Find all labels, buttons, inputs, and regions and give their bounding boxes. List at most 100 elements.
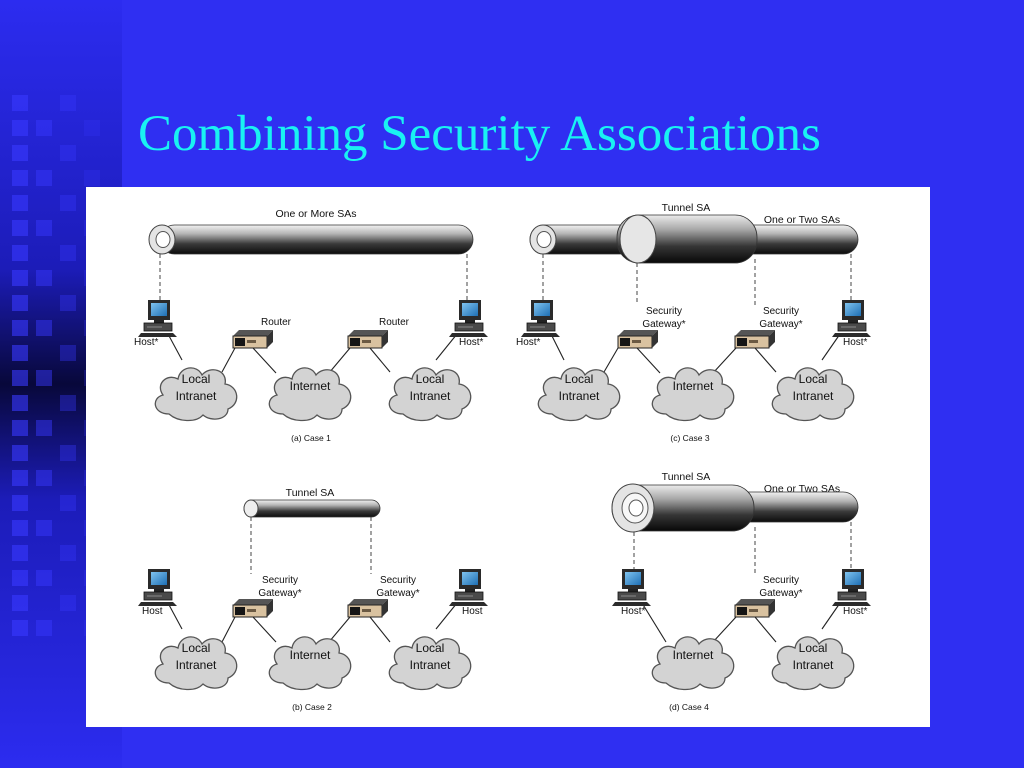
diagram-panel: One or More SAs Host* Host* Router Route…: [86, 187, 930, 727]
case2-tunnel-tube: [243, 499, 381, 518]
case3-caption: (c) Case 3: [670, 433, 709, 443]
case3-sa-tube: [529, 214, 859, 264]
side-decoration-square: [12, 220, 28, 236]
side-decoration-square: [36, 420, 52, 436]
side-decoration-square: [36, 370, 52, 386]
side-decoration-square: [36, 120, 52, 136]
case3-host-right-icon: [831, 299, 872, 338]
case2-gateway-left-line1: Security: [262, 575, 298, 586]
case3-dashed-links: [542, 254, 852, 305]
case3-gateway-right-icon: [734, 329, 776, 349]
case2-cloud-middle: [268, 636, 352, 691]
side-decoration-square: [60, 245, 76, 261]
case1-cloud-right-line1: Local: [416, 372, 445, 386]
case3: Tunnel SA One or Two SAs Host* Host* Se: [516, 202, 872, 443]
case3-sa-label: One or Two SAs: [764, 214, 840, 226]
side-decoration-square: [12, 270, 28, 286]
side-decoration-square: [12, 470, 28, 486]
case3-tunnel-label: Tunnel SA: [662, 202, 711, 214]
side-decoration-square: [12, 420, 28, 436]
side-decoration-square: [60, 445, 76, 461]
side-decoration-square: [60, 395, 76, 411]
side-decoration-square: [84, 120, 100, 136]
slide-title: Combining Security Associations: [138, 106, 821, 162]
side-decoration-square: [12, 245, 28, 261]
case1-host-right-label: Host*: [459, 337, 484, 348]
case2-gateway-left-icon: [232, 598, 274, 618]
case4: Tunnel SA One or Two SAs Host* Host* Sec…: [611, 471, 872, 712]
case4-tunnel-label: Tunnel SA: [662, 471, 711, 483]
case1-router-right-label: Router: [379, 317, 410, 328]
side-decoration-square: [12, 620, 28, 636]
side-decoration-square: [12, 570, 28, 586]
side-decoration-square: [36, 320, 52, 336]
side-decoration-square: [36, 520, 52, 536]
case4-gateway-line2: Gateway*: [759, 588, 802, 599]
case4-host-right-icon: [831, 568, 872, 607]
case3-cloud-right-line2: Intranet: [793, 389, 834, 403]
case3-cloud-left-line1: Local: [565, 372, 594, 386]
case1-cloud-right-line2: Intranet: [410, 389, 451, 403]
case3-gateway-left-line2: Gateway*: [642, 319, 685, 330]
side-decoration-square: [12, 495, 28, 511]
case4-dashed-links: [633, 522, 852, 574]
case1: One or More SAs Host* Host* Router Route…: [134, 208, 489, 443]
case1-host-right-icon: [448, 299, 489, 338]
side-decoration-square: [12, 320, 28, 336]
case1-sa-label: One or More SAs: [275, 208, 356, 220]
side-decoration-square: [12, 95, 28, 111]
case2-tunnel-label: Tunnel SA: [286, 487, 335, 499]
side-decoration-square: [60, 595, 76, 611]
side-decoration-square: [36, 170, 52, 186]
case3-cloud-left-line2: Intranet: [559, 389, 600, 403]
case1-cloud-middle-label: Internet: [290, 379, 331, 393]
case2-cloud-right-line2: Intranet: [410, 658, 451, 672]
side-decoration-square: [84, 170, 100, 186]
side-decoration-square: [12, 120, 28, 136]
side-decoration-square: [60, 545, 76, 561]
side-decoration-square: [60, 345, 76, 361]
side-decoration-square: [12, 195, 28, 211]
side-decoration-square: [12, 345, 28, 361]
case2-gateway-right-line2: Gateway*: [376, 588, 419, 599]
case2-cloud-middle-label: Internet: [290, 648, 331, 662]
case3-gateway-left-line1: Security: [646, 306, 682, 317]
side-decoration-square: [36, 470, 52, 486]
case4-cloud-right-line1: Local: [799, 641, 828, 655]
case2-gateway-right-icon: [347, 598, 389, 618]
case2-host-right-label: Host: [462, 606, 483, 617]
case3-links: [550, 333, 841, 374]
case4-sa-tube: [611, 483, 859, 533]
case1-sa-tube: [148, 224, 474, 255]
case2-gateway-right-line1: Security: [380, 575, 416, 586]
case1-cloud-left-line1: Local: [182, 372, 211, 386]
case3-cloud-right-line1: Local: [799, 372, 828, 386]
side-decoration-square: [60, 95, 76, 111]
case4-gateway-icon: [734, 598, 776, 618]
case2-dashed-links: [250, 517, 372, 574]
case1-cloud-middle: [268, 367, 352, 422]
case4-gateway-line1: Security: [763, 575, 799, 586]
case3-host-left-icon: [520, 299, 561, 338]
side-decoration-square: [36, 270, 52, 286]
side-decoration-square: [12, 170, 28, 186]
side-decoration-square: [12, 520, 28, 536]
case2-links: [167, 602, 458, 643]
case1-router-right-icon: [347, 329, 389, 349]
side-decoration-square: [60, 495, 76, 511]
side-decoration-square: [36, 220, 52, 236]
case4-caption: (d) Case 4: [669, 702, 709, 712]
side-decoration-square: [12, 445, 28, 461]
case1-links: [167, 333, 458, 374]
case1-router-left-icon: [232, 329, 274, 349]
side-decoration-square: [12, 295, 28, 311]
case1-caption: (a) Case 1: [291, 433, 331, 443]
case2-cloud-right-line1: Local: [416, 641, 445, 655]
case2: Tunnel SA Host Host Security Gateway* Se…: [137, 487, 489, 712]
side-decoration-square: [12, 595, 28, 611]
case2-host-left-label: Host: [142, 606, 163, 617]
case1-router-left-label: Router: [261, 317, 292, 328]
case3-cloud-middle: [651, 367, 735, 422]
side-decoration-square: [12, 395, 28, 411]
case3-gateway-left-icon: [617, 329, 659, 349]
